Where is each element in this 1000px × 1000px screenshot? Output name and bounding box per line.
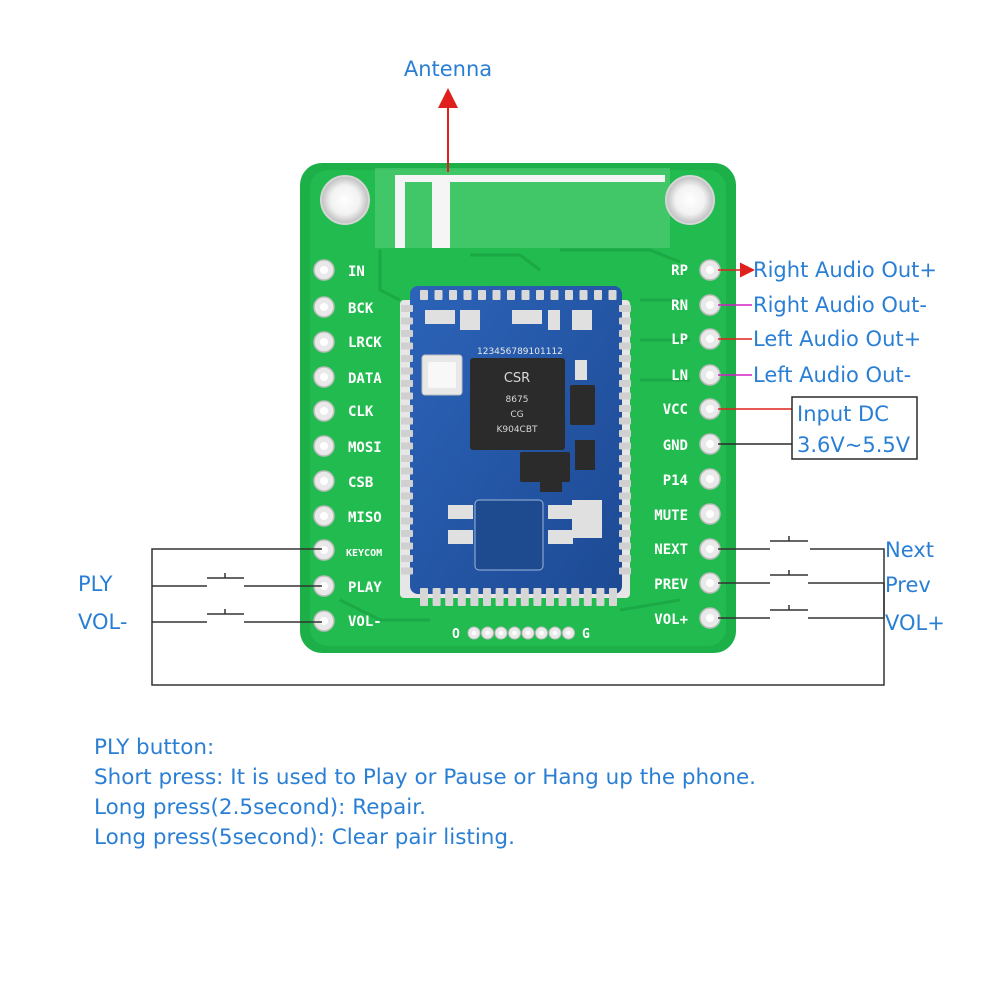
header-pad-left [313, 259, 335, 281]
pin-label-gnd: GND [663, 438, 688, 454]
callout-right-audio-out-plus: Right Audio Out+ [753, 258, 937, 282]
pin-label-vol-plus: VOL+ [654, 612, 688, 628]
button-label-ply: PLY [78, 572, 113, 596]
button-label-vol-plus: VOL+ [885, 611, 945, 635]
pin-label-p14: P14 [663, 473, 688, 489]
pin-label-lp: LP [671, 332, 688, 348]
chip-line-3: K904CBT [496, 425, 538, 435]
header-pad-left [313, 505, 335, 527]
header-pad-left [313, 610, 335, 632]
bottom-header-pads [467, 626, 575, 640]
header-pad-right [699, 572, 721, 594]
pin-label-vol-minus: VOL- [348, 614, 382, 630]
header-pad-left [313, 539, 335, 561]
chip-line-1: 8675 [506, 395, 529, 405]
mount-hole-left [320, 175, 370, 225]
header-pad-right [699, 398, 721, 420]
header-pad-left [313, 400, 335, 422]
input-dc-label: Input DC [797, 402, 889, 426]
header-pad-bottom [494, 626, 508, 640]
header-pad-bottom [508, 626, 521, 640]
header-pad-right [699, 538, 721, 560]
notes-long-press-clear: Long press(5second): Clear pair listing. [94, 825, 515, 850]
input-dc-box [791, 396, 918, 460]
right-pin-labels: RP RN LP LN VCC GND P14 MUTE NEXT PREV V… [654, 263, 688, 628]
pin-label-in: IN [348, 264, 365, 280]
pin-label-mute: MUTE [654, 508, 688, 524]
pin-label-next: NEXT [654, 542, 688, 558]
header-pad-bottom [481, 626, 494, 640]
pin-label-miso: MISO [348, 510, 382, 526]
left-pin-labels: IN BCK LRCK DATA CLK MOSI CSB MISO KEYCO… [346, 264, 382, 630]
chip-line-2: CG [510, 410, 523, 420]
pin-label-mosi: MOSI [348, 440, 382, 456]
bluetooth-module: CSR 8675 CG K904CBT 123456789101112 [400, 286, 631, 606]
pin-label-lrck: LRCK [348, 335, 382, 351]
header-pad-right [699, 433, 721, 455]
switch-prev [770, 570, 808, 576]
left-header-pads [313, 259, 335, 632]
switch-vol-plus [770, 605, 808, 611]
antenna-area [375, 168, 670, 248]
header-pad-right [699, 294, 721, 316]
chip-brand: CSR [504, 371, 530, 386]
switch-ply [207, 573, 244, 579]
callout-right-audio-out-minus: Right Audio Out- [753, 293, 927, 317]
header-pad-right [699, 328, 721, 350]
header-pad-bottom [467, 626, 481, 640]
ply-button-notes: PLY button: Short press: It is used to P… [94, 733, 756, 853]
antenna-label: Antenna [404, 57, 492, 81]
pin-label-keycom: KEYCOM [346, 548, 382, 559]
button-label-vol-minus: VOL- [78, 610, 127, 634]
pin-label-ln: LN [671, 368, 688, 384]
header-pad-right [699, 259, 721, 281]
header-pad-left [313, 331, 335, 353]
switch-next [770, 536, 808, 542]
header-pad-right [699, 607, 721, 629]
header-pad-right [699, 503, 721, 525]
pin-label-rn: RN [671, 298, 688, 314]
button-wiring [151, 548, 885, 686]
bottom-pin-label-start: O [452, 627, 460, 642]
header-pad-left [313, 296, 335, 318]
pin-label-bck: BCK [348, 301, 374, 317]
output-callout-wires [718, 262, 792, 445]
pin-label-prev: PREV [654, 577, 688, 593]
header-pad-bottom [535, 626, 548, 640]
pad-numbers: 123456789101112 [477, 347, 563, 357]
button-label-prev: Prev [885, 573, 931, 597]
header-pad-left [313, 366, 335, 388]
bottom-pin-label-end: G [582, 627, 590, 642]
notes-long-press-repair: Long press(2.5second): Repair. [94, 795, 426, 820]
header-pad-left [313, 435, 335, 457]
pin-label-play: PLAY [348, 580, 382, 596]
callout-left-audio-out-minus: Left Audio Out- [753, 363, 911, 387]
callout-left-audio-out-plus: Left Audio Out+ [753, 327, 921, 351]
pin-label-data: DATA [348, 371, 382, 387]
pin-label-clk: CLK [348, 404, 374, 420]
header-pad-right [699, 364, 721, 386]
switch-vol-minus [207, 609, 244, 615]
csr-chip [470, 358, 565, 450]
pin-label-vcc: VCC [663, 402, 688, 418]
input-dc-range: 3.6V~5.5V [797, 433, 911, 457]
pin-label-rp: RP [671, 263, 688, 279]
header-pad-left [313, 470, 335, 492]
header-pad-right [699, 468, 721, 490]
pin-label-csb: CSB [348, 475, 373, 491]
header-pad-bottom [521, 626, 535, 640]
notes-short-press: Short press: It is used to Play or Pause… [94, 765, 757, 790]
header-pad-bottom [548, 626, 562, 640]
header-pad-bottom [562, 626, 575, 640]
button-label-next: Next [885, 538, 934, 562]
notes-heading: PLY button: [94, 735, 215, 760]
mount-hole-right [665, 175, 715, 225]
